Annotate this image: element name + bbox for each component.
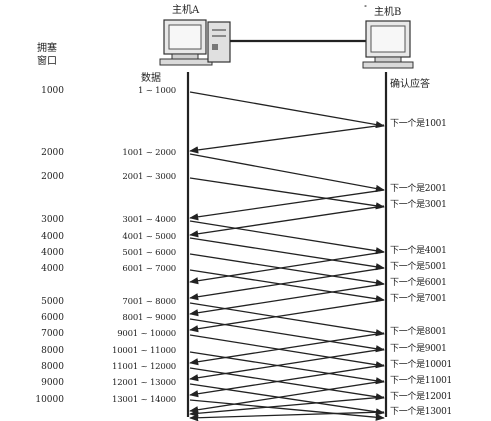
data-range: 1 ~ 1000 xyxy=(138,86,176,96)
data-segment-arrow xyxy=(189,237,385,271)
data-range: 9001 ~ 10000 xyxy=(117,329,176,339)
ack-arrow xyxy=(189,267,385,301)
ack-label: 下一个是1001 xyxy=(390,119,447,129)
data-segment-arrow xyxy=(189,334,385,369)
ack-arrow xyxy=(189,299,385,333)
data-range: 4001 ~ 5000 xyxy=(122,232,176,242)
ack-arrow xyxy=(189,364,385,398)
data-segment-arrows xyxy=(189,91,385,421)
ack-label: 下一个是12001 xyxy=(390,392,452,402)
data-range: 1001 ~ 2000 xyxy=(122,148,176,158)
ack-label: 下一个是9001 xyxy=(390,344,447,354)
host-a-label: 主机A xyxy=(172,5,200,16)
cwnd-value: 4000 xyxy=(41,264,64,274)
host-b-dot: ° xyxy=(364,5,367,12)
data-segment-arrow xyxy=(189,399,385,421)
data-segment-arrow xyxy=(189,253,385,287)
data-segment-arrow xyxy=(189,269,385,303)
ack-label: 下一个是6001 xyxy=(390,278,447,288)
ack-label: 下一个是8001 xyxy=(390,327,447,337)
data-range: 5001 ~ 6000 xyxy=(122,248,176,258)
cwnd-value: 9000 xyxy=(41,378,64,388)
ack-label: 下一个是10001 xyxy=(390,360,452,370)
ack-arrow xyxy=(189,332,385,366)
ack-label: 下一个是4001 xyxy=(390,246,447,256)
data-range: 2001 ~ 3000 xyxy=(122,172,176,182)
data-segment-arrow xyxy=(189,153,385,193)
data-range: 10001 ~ 11000 xyxy=(111,346,176,356)
data-range: 12001 ~ 13000 xyxy=(111,378,176,388)
ack-label: 下一个是2001 xyxy=(390,184,447,194)
cwnd-value: 6000 xyxy=(41,313,64,323)
ack-label: 下一个是11001 xyxy=(390,376,452,386)
data-range: 7001 ~ 8000 xyxy=(122,297,176,307)
ack-label: 下一个是7001 xyxy=(390,294,447,304)
cwnd-value: 1000 xyxy=(41,86,64,96)
ack-arrow xyxy=(189,283,385,317)
data-segment-arrow xyxy=(189,220,385,255)
ack-arrow xyxy=(189,189,385,221)
cwnd-header-line2: 窗口 xyxy=(37,56,57,67)
data-range: 8001 ~ 9000 xyxy=(122,313,176,323)
data-segment-arrow xyxy=(189,177,385,210)
cwnd-value: 3000 xyxy=(41,215,64,225)
cwnd-value: 10000 xyxy=(35,395,64,405)
ack-arrow xyxy=(189,411,385,421)
data-segment-arrow xyxy=(189,91,385,129)
cwnd-value: 8000 xyxy=(41,362,64,372)
cwnd-value: 2000 xyxy=(41,172,64,182)
data-range: 13001 ~ 14000 xyxy=(111,395,176,405)
cwnd-value: 2000 xyxy=(41,148,64,158)
ack-arrows xyxy=(189,124,385,421)
ack-arrow xyxy=(189,396,385,417)
host-a-computer-icon xyxy=(159,19,231,66)
data-segment-arrow xyxy=(189,318,385,353)
host-b-label: 主机B xyxy=(374,7,402,18)
ack-label: 下一个是5001 xyxy=(390,262,447,272)
ack-arrow xyxy=(189,205,385,238)
data-range: 3001 ~ 4000 xyxy=(122,215,176,225)
data-segment-arrow xyxy=(189,302,385,337)
cwnd-value: 4000 xyxy=(41,248,64,258)
ack-arrow xyxy=(189,124,385,154)
ack-arrow xyxy=(189,380,385,414)
cwnd-header-line1: 拥塞 xyxy=(37,43,57,54)
data-segment-arrow xyxy=(189,367,385,401)
cwnd-value: 5000 xyxy=(41,297,64,307)
ack-header: 确认应答 xyxy=(390,79,430,90)
data-range: 11001 ~ 12000 xyxy=(111,362,176,372)
data-segment-arrow xyxy=(189,351,385,385)
ack-arrow xyxy=(189,348,385,382)
data-header: 数据 xyxy=(141,73,161,84)
cwnd-value: 8000 xyxy=(41,346,64,356)
cwnd-value: 7000 xyxy=(41,329,64,339)
cwnd-value: 4000 xyxy=(41,232,64,242)
host-b-computer-icon xyxy=(362,20,414,69)
ack-label: 下一个是3001 xyxy=(390,200,447,210)
ack-label: 下一个是13001 xyxy=(390,407,452,417)
data-range: 6001 ~ 7000 xyxy=(122,264,176,274)
ack-arrow xyxy=(189,251,385,285)
data-segment-arrow xyxy=(189,383,385,416)
